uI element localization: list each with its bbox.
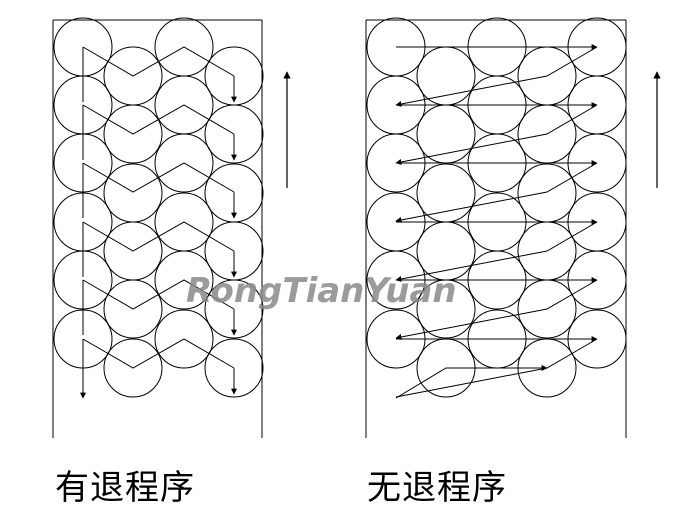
roller-circle [103,163,163,223]
roller-circle [204,279,264,339]
roller-circle [154,250,214,310]
right-caption: 无退程序 [367,468,507,508]
path-segment [82,279,235,310]
path-segment [395,104,598,165]
path-segment [395,46,598,107]
path-segment [82,221,235,252]
roller-circle [204,104,264,164]
path-segment [395,162,598,223]
roller-circle [416,104,476,164]
right-path-sweep [395,44,598,399]
roller-circle [154,309,214,369]
roller-circle [416,163,476,223]
path-segment [395,365,548,399]
path-segment [82,338,235,369]
left-panel [52,17,291,438]
roller-circle [204,338,264,398]
path-segment [82,162,235,193]
left-path-zigzag [80,46,237,399]
roller-circle [103,338,163,398]
roller-circle [103,104,163,164]
right-panel [365,17,661,438]
path-segment [395,279,598,340]
path-segment [395,221,598,282]
left-caption: 有退程序 [55,468,195,508]
roller-circle [103,279,163,339]
watermark-text: RongTianYuan [186,271,457,311]
path-segment [82,46,235,77]
right-circle-grid [366,17,627,398]
roller-circle [416,46,476,106]
roller-circle [154,133,214,193]
path-segment [82,104,235,135]
roller-circle [517,163,577,223]
